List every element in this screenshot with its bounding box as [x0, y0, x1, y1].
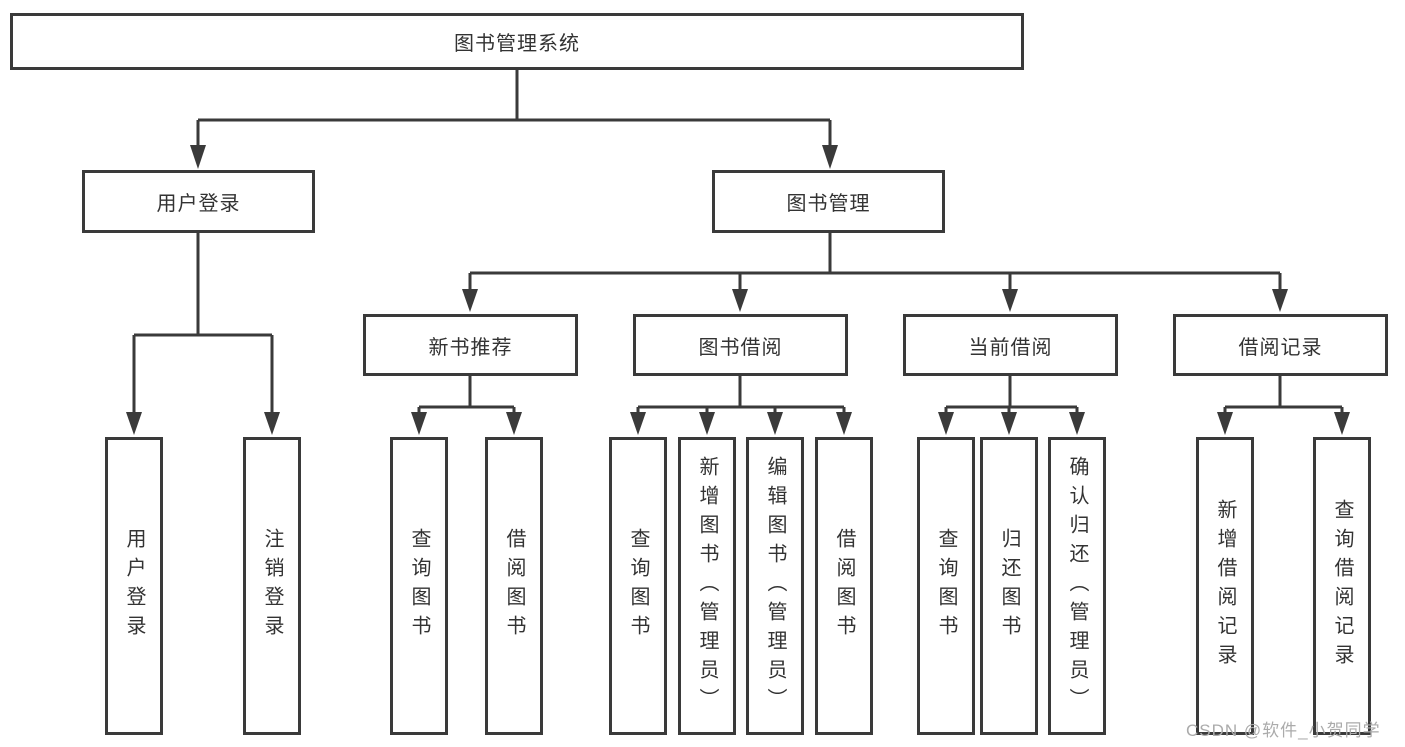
leaf-add-book-admin: 新增图书（管理员）	[678, 437, 736, 735]
node-borrow-records-label: 借阅记录	[1238, 336, 1323, 359]
node-root-label: 图书管理系统	[454, 33, 580, 55]
node-book-borrow-label: 图书借阅	[698, 336, 783, 359]
leaf-logout: 注销登录	[243, 437, 301, 735]
leaf-edit-book-admin: 编辑图书（管理员）	[746, 437, 804, 735]
node-user-login: 用户登录	[82, 170, 315, 233]
leaf-add-book-admin-label: 新增图书（管理员）	[696, 455, 718, 717]
node-new-book-recommend-label: 新书推荐	[428, 336, 513, 359]
leaf-add-borrow-record: 新增借阅记录	[1196, 437, 1254, 735]
leaf-user-login-label: 用户登录	[123, 528, 145, 644]
leaf-confirm-return-admin-label: 确认归还（管理员）	[1066, 455, 1088, 717]
leaf-borrow-book-1: 借阅图书	[485, 437, 543, 735]
leaf-edit-book-admin-label: 编辑图书（管理员）	[764, 455, 786, 717]
node-current-borrow: 当前借阅	[903, 314, 1118, 376]
leaf-borrow-book-2-label: 借阅图书	[833, 528, 855, 644]
leaf-query-borrow-record-label: 查询借阅记录	[1331, 499, 1353, 673]
node-borrow-records: 借阅记录	[1173, 314, 1388, 376]
leaf-add-borrow-record-label: 新增借阅记录	[1214, 499, 1236, 673]
leaf-query-book-3: 查询图书	[917, 437, 975, 735]
node-book-management-label: 图书管理	[786, 193, 871, 215]
leaf-query-book-1: 查询图书	[390, 437, 448, 735]
node-book-borrow: 图书借阅	[633, 314, 848, 376]
leaf-borrow-book-2: 借阅图书	[815, 437, 873, 735]
leaf-query-borrow-record: 查询借阅记录	[1313, 437, 1371, 735]
leaf-borrow-book-1-label: 借阅图书	[503, 528, 525, 644]
node-new-book-recommend: 新书推荐	[363, 314, 578, 376]
leaf-query-book-2: 查询图书	[609, 437, 667, 735]
leaf-query-book-1-label: 查询图书	[408, 528, 430, 644]
arrowheads	[126, 145, 1350, 435]
leaf-logout-label: 注销登录	[261, 528, 283, 644]
leaf-return-book: 归还图书	[980, 437, 1038, 735]
leaf-query-book-2-label: 查询图书	[627, 528, 649, 644]
leaf-user-login: 用户登录	[105, 437, 163, 735]
node-root: 图书管理系统	[10, 13, 1024, 70]
node-book-management: 图书管理	[712, 170, 945, 233]
csdn-watermark: CSDN @软件_小贺同学	[1186, 721, 1381, 740]
node-current-borrow-label: 当前借阅	[968, 336, 1053, 359]
node-user-login-label: 用户登录	[156, 193, 241, 215]
connector-strokes	[132, 70, 1344, 415]
leaf-confirm-return-admin: 确认归还（管理员）	[1048, 437, 1106, 735]
leaf-return-book-label: 归还图书	[998, 528, 1020, 644]
leaf-query-book-3-label: 查询图书	[935, 528, 957, 644]
